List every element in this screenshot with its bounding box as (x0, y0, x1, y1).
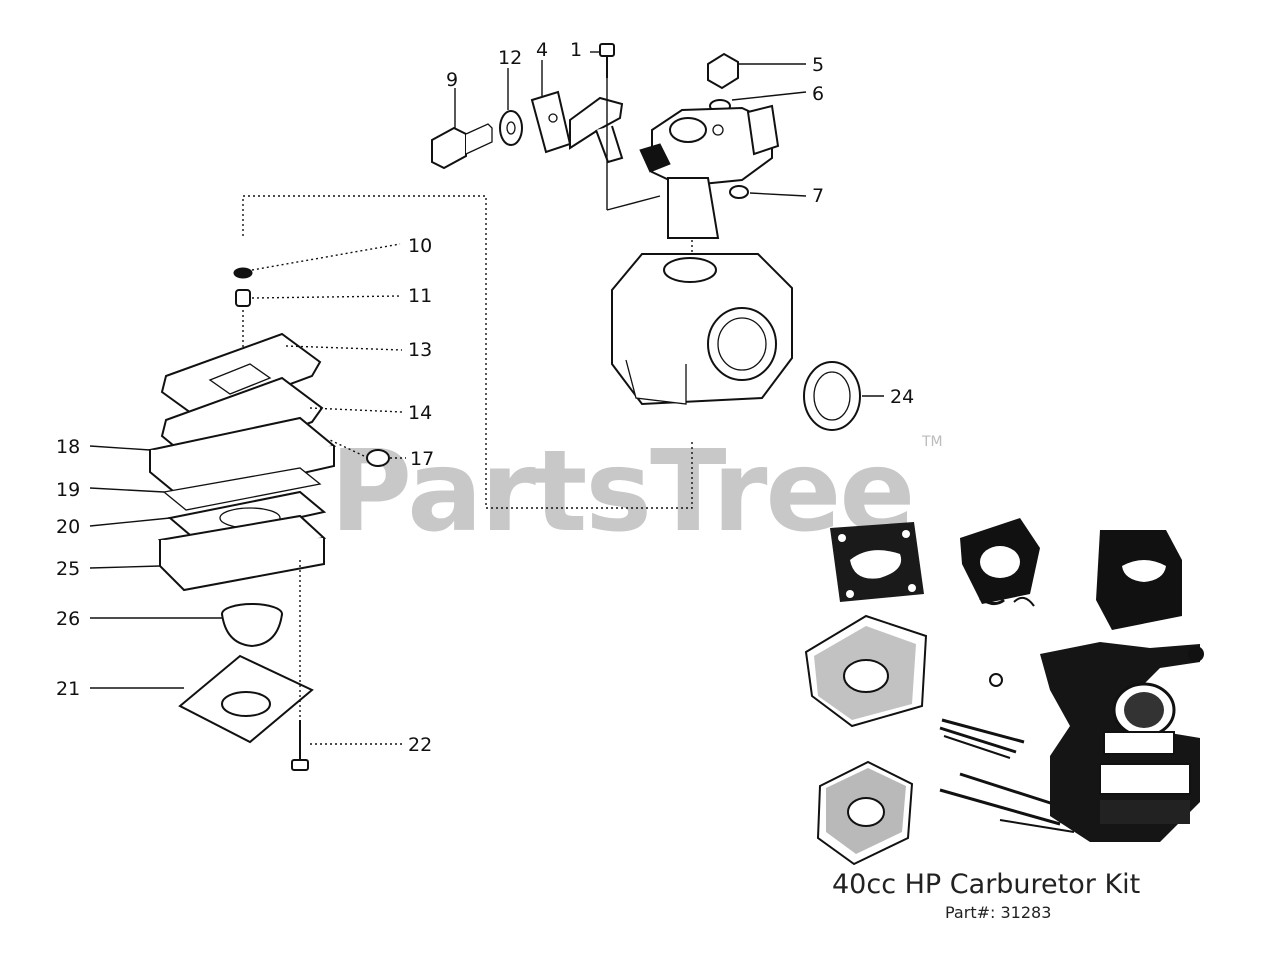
part-adjust-screw-5 (707, 52, 806, 90)
callout-9: 9 (446, 69, 458, 91)
watermark-trademark: TM (921, 434, 943, 450)
part-fuel-fitting-9 (431, 88, 493, 170)
callout-1: 1 (570, 39, 582, 61)
part-cap-17 (329, 439, 406, 467)
watermark-brand: PartsTree (330, 427, 913, 557)
callout-11: 11 (408, 285, 432, 307)
kit-photo: 40cc HP Carburetor Kit Part#: 31283 (804, 518, 1204, 922)
callout-20: 20 (56, 516, 80, 538)
callout-24: 24 (890, 386, 914, 408)
part-lever-bracket-4 (530, 60, 624, 164)
callout-22: 22 (408, 734, 432, 756)
callout-6: 6 (812, 83, 824, 105)
callout-13: 13 (408, 339, 432, 361)
part-seal-ring-24 (803, 361, 884, 431)
callout-18: 18 (56, 436, 80, 458)
part-washer-12 (499, 68, 523, 146)
callout-17: 17 (410, 448, 434, 470)
kit-part-number: Part#: 31283 (945, 903, 1051, 922)
part-washer-10 (233, 243, 401, 279)
part-gasket-19 (89, 467, 322, 511)
callout-19: 19 (56, 479, 80, 501)
kit-carburetor (1040, 642, 1204, 842)
callout-labels: 1 4 12 9 5 6 7 10 11 13 14 17 18 19 20 2… (56, 39, 914, 756)
kit-speckled-gasket-b (816, 760, 914, 866)
part-nut-7 (729, 185, 807, 199)
callout-14: 14 (408, 402, 432, 424)
part-screw-1 (590, 43, 615, 78)
callout-5: 5 (812, 54, 824, 76)
part-carburetor-body (611, 253, 793, 406)
kit-gasket-square (830, 522, 924, 602)
kit-title: 40cc HP Carburetor Kit (832, 869, 1140, 900)
kit-needles (939, 673, 1075, 833)
callout-25: 25 (56, 558, 80, 580)
callout-4: 4 (536, 39, 548, 61)
callout-26: 26 (56, 608, 80, 630)
callout-12: 12 (498, 47, 522, 69)
part-cover-21 (90, 654, 314, 744)
leader-screw-1-link (606, 195, 661, 211)
callout-21: 21 (56, 678, 80, 700)
callout-7: 7 (812, 185, 824, 207)
part-primer-bulb-26 (90, 603, 283, 648)
callout-10: 10 (408, 235, 432, 257)
kit-spacer-block (1096, 530, 1182, 630)
kit-speckled-gasket-a (804, 614, 928, 728)
part-carburetor-top (639, 104, 780, 239)
part-gasket-13 (160, 332, 403, 420)
part-bolt-22 (291, 560, 402, 771)
part-pump-body-25 (89, 514, 327, 592)
kit-insulator (960, 518, 1040, 607)
